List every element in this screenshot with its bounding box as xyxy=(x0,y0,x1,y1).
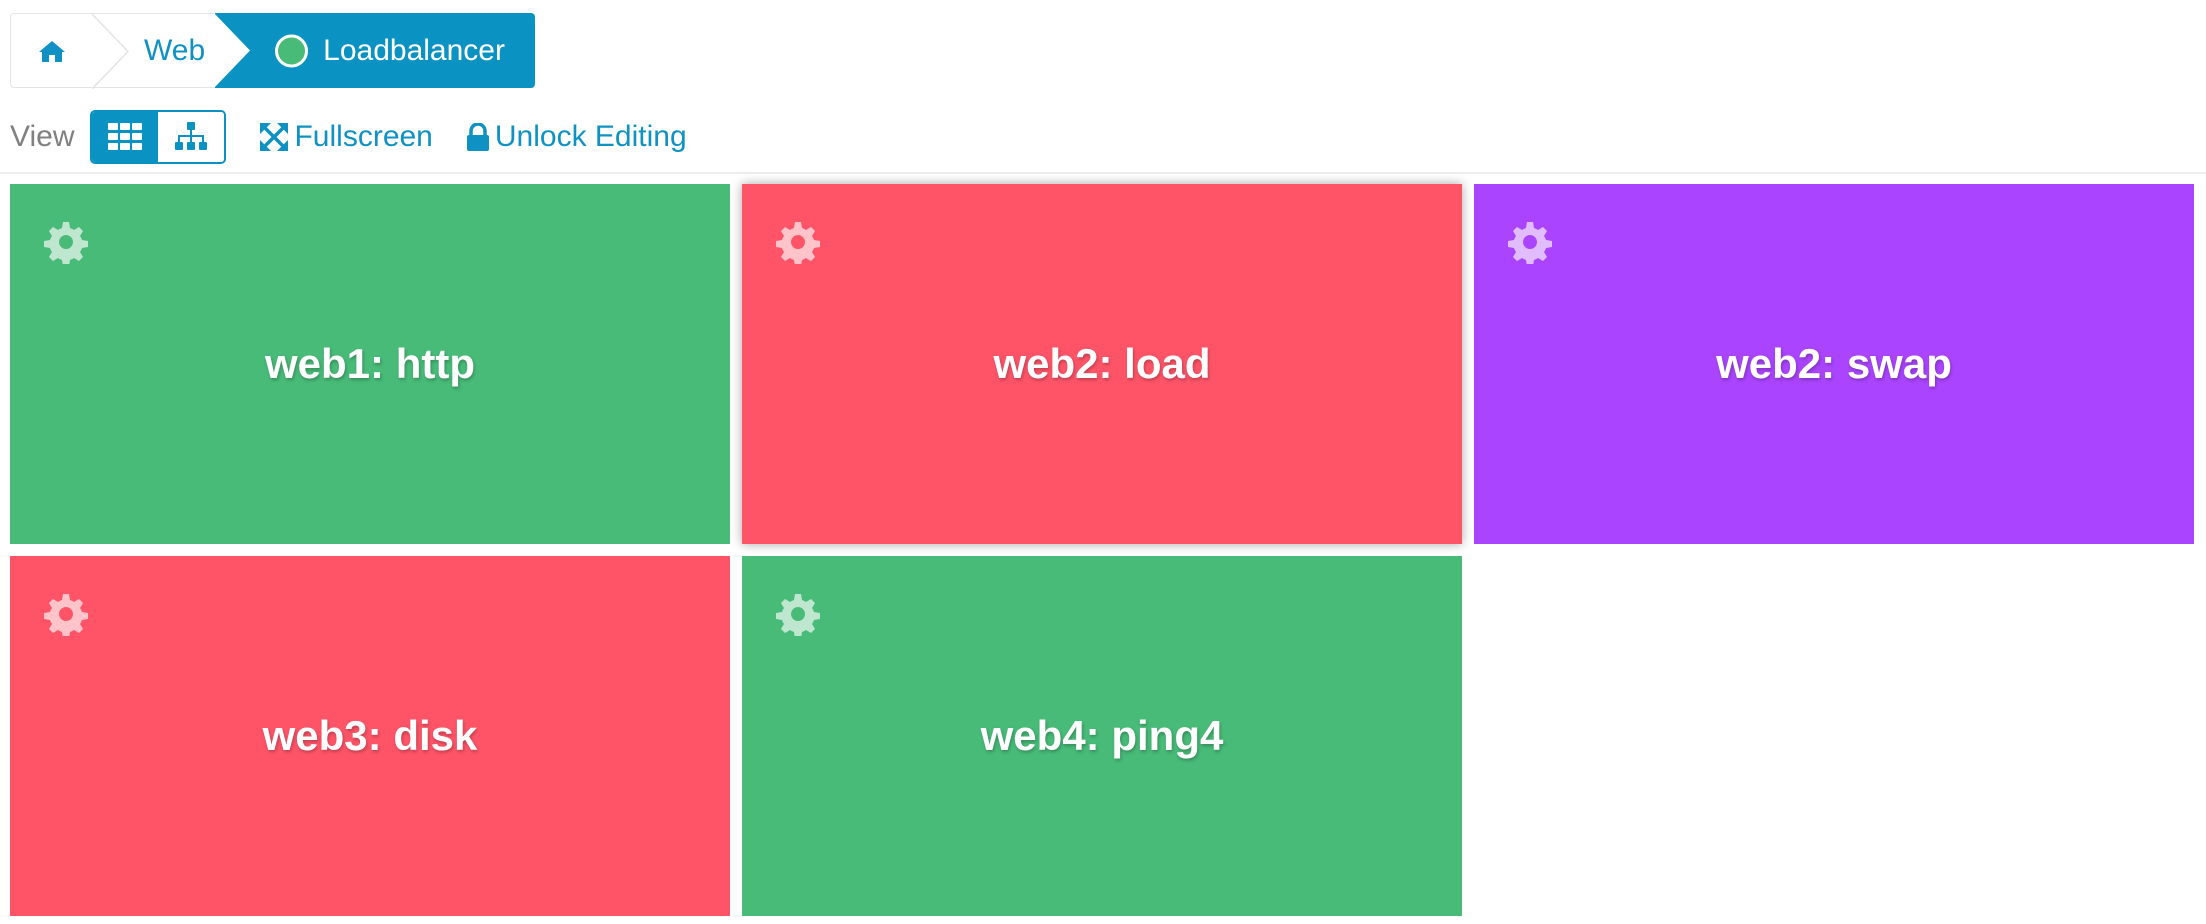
sitemap-icon xyxy=(175,122,208,150)
tile-web1-http[interactable]: web1: http xyxy=(10,184,730,544)
breadcrumb-item-web[interactable]: Web xyxy=(92,13,216,89)
tree-view-button[interactable] xyxy=(158,112,225,162)
tile-web4-ping4[interactable]: web4: ping4 xyxy=(742,556,1462,916)
gear-icon[interactable] xyxy=(44,592,88,636)
tile-title: web4: ping4 xyxy=(980,712,1224,759)
tile-title: web2: swap xyxy=(1716,340,1952,387)
tile-title: web3: disk xyxy=(262,712,478,759)
chevron-separator xyxy=(214,13,251,88)
grid-icon xyxy=(108,123,143,150)
gear-icon[interactable] xyxy=(776,220,820,264)
unlock-editing-label: Unlock Editing xyxy=(494,120,687,153)
tile-title: web2: load xyxy=(993,340,1211,387)
divider xyxy=(0,172,2206,174)
status-indicator xyxy=(275,34,309,67)
breadcrumb-home[interactable] xyxy=(10,13,92,88)
fullscreen-link[interactable]: Fullscreen xyxy=(260,120,433,154)
grid-view-button[interactable] xyxy=(92,112,159,162)
breadcrumb: Web Loadbalancer xyxy=(10,13,535,89)
expand-icon xyxy=(260,123,289,151)
fullscreen-label: Fullscreen xyxy=(294,120,433,153)
tile-title: web1: http xyxy=(265,340,475,387)
toolbar: View xyxy=(10,110,687,164)
lock-icon xyxy=(466,123,489,151)
home-icon xyxy=(38,40,65,62)
breadcrumb-item-label: Web xyxy=(144,33,206,67)
tile-web2-swap[interactable]: web2: swap xyxy=(1474,184,2194,544)
gear-icon[interactable] xyxy=(776,592,820,636)
gear-icon[interactable] xyxy=(1508,220,1552,264)
view-label: View xyxy=(10,120,75,153)
breadcrumb-item-loadbalancer[interactable]: Loadbalancer xyxy=(214,13,535,88)
tile-web3-disk[interactable]: web3: disk xyxy=(10,556,730,916)
tile-web2-load[interactable]: web2: load xyxy=(742,184,1462,544)
breadcrumb-item-label: Loadbalancer xyxy=(323,33,505,67)
view-toggle xyxy=(90,110,227,164)
unlock-editing-link[interactable]: Unlock Editing xyxy=(466,120,687,154)
gear-icon[interactable] xyxy=(44,220,88,264)
chevron-separator xyxy=(92,14,130,89)
